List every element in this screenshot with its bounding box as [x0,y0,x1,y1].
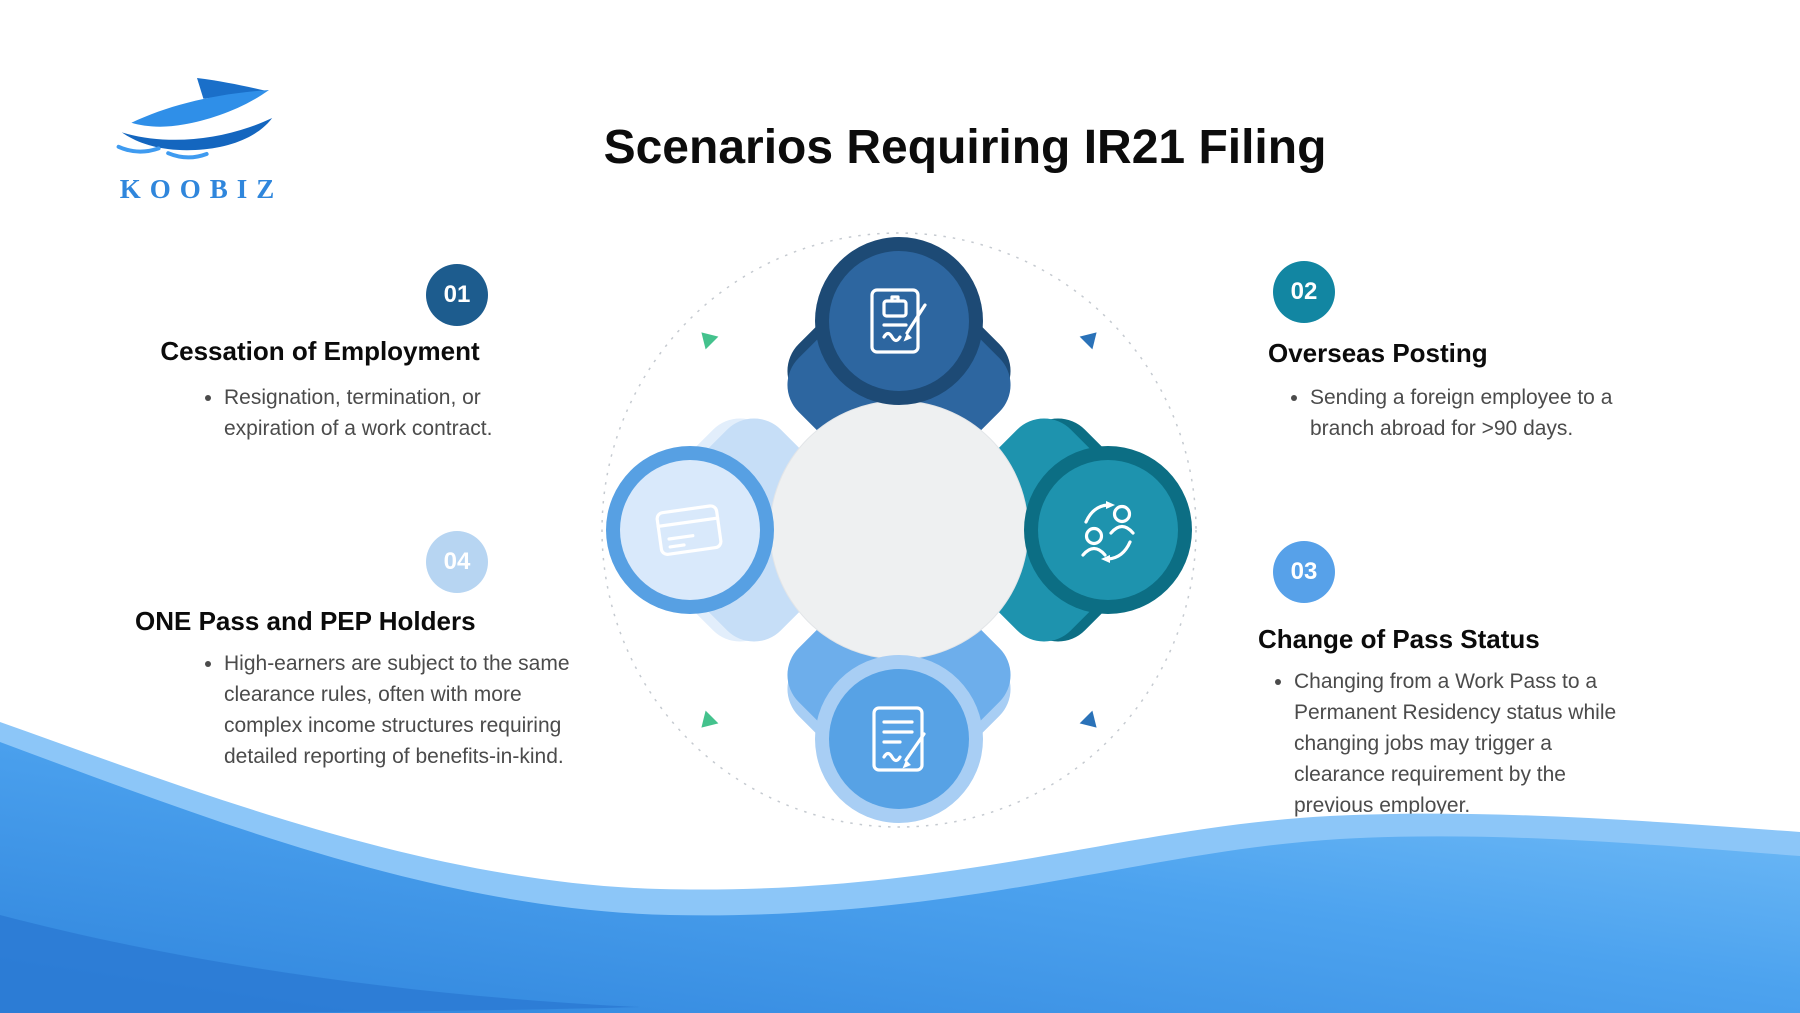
brand-logo: KOOBIZ [92,70,302,205]
scenario-03-text: Changing from a Work Pass to a Permanent… [1294,666,1648,821]
wave-front [0,742,1800,1013]
arrow-top-left [701,332,719,350]
brand-name: KOOBIZ [119,174,284,204]
scenario-03-heading: Change of Pass Status [1258,624,1540,654]
scenario-01-text: Resignation, termination, or expiration … [224,382,530,444]
scenario-04-badge: 04 [426,531,488,593]
scenario-02-badge: 02 [1273,261,1335,323]
scenario-01-heading: Cessation of Employment [160,336,480,366]
scenario-04-heading: ONE Pass and PEP Holders [135,606,476,636]
scenario-02-heading: Overseas Posting [1268,338,1488,368]
pass-card-icon [655,504,723,556]
cycle-arrows [701,332,1097,728]
node-bottom [815,655,983,823]
scenario-02-body: Sending a foreign employee to a branch a… [1284,382,1614,444]
arrow-bottom-right [1079,710,1097,728]
wave-deep [0,915,640,1013]
scenario-03-body: Changing from a Work Pass to a Permanent… [1268,666,1648,821]
node-left [606,446,774,614]
scenario-04-body: High-earners are subject to the same cle… [198,648,573,772]
scenario-01-badge: 01 [426,264,488,326]
wave-graphic [0,722,1800,1013]
scenario-03-badge: 03 [1273,541,1335,603]
ir21-cycle-diagram [601,232,1197,828]
node-top [815,237,983,405]
arrow-top-right [1079,332,1097,350]
employee-transfer-icon [1081,501,1135,563]
yacht-icon [116,78,273,160]
scenario-01-body: Resignation, termination, or expiration … [198,382,530,444]
scenario-04-text: High-earners are subject to the same cle… [224,648,573,772]
page-title: Scenarios Requiring IR21 Filing [603,121,1327,174]
signed-document-icon [872,706,926,772]
employment-contract-icon [870,288,927,354]
bottom-wave [0,613,1800,1013]
dashed-orbit-circle [601,232,1197,828]
arrow-bottom-left [701,710,719,728]
scenario-02-text: Sending a foreign employee to a branch a… [1310,382,1614,444]
node-right [1024,446,1192,614]
